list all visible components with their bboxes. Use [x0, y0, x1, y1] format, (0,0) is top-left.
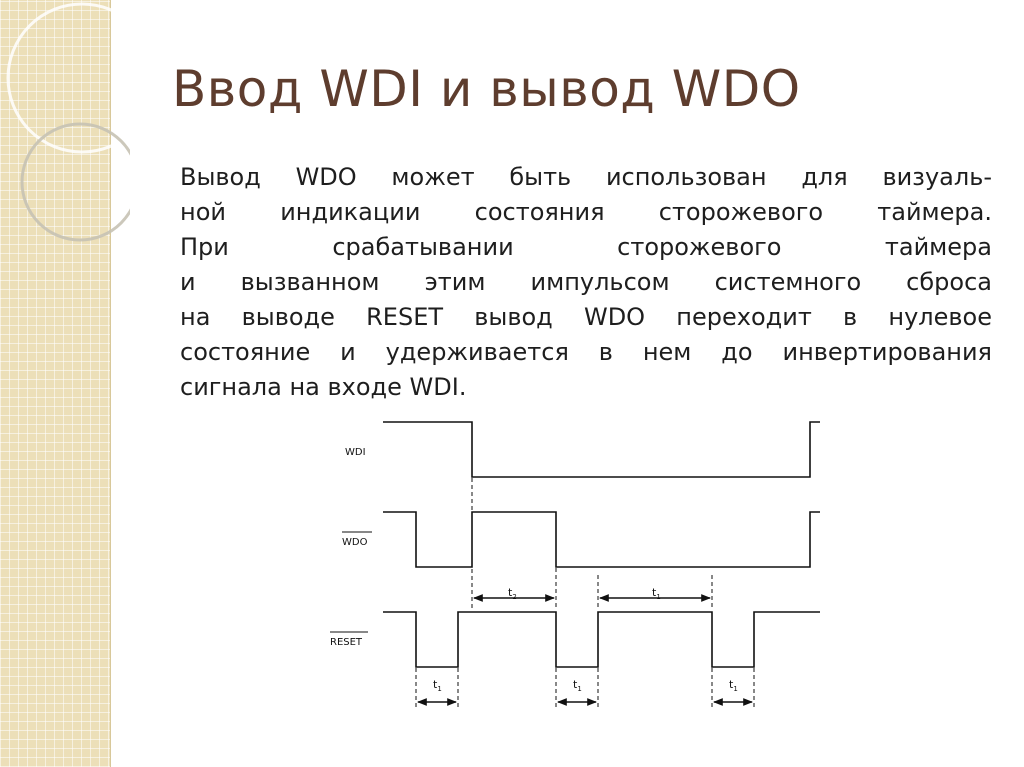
signal-label-reset: RESET — [330, 637, 363, 648]
decorative-side-panel — [0, 0, 111, 767]
reset-waveform — [383, 611, 820, 668]
body-line: ной индикации состояния сторожевого тайм… — [180, 198, 992, 226]
body-line: сигнала на входе WDI. — [180, 373, 467, 401]
body-line: на выводе RESET вывод WDO переходит в ну… — [180, 303, 992, 331]
dashed-markers — [415, 478, 755, 708]
interval-label: t2 — [508, 586, 517, 601]
interval-label: t1 — [652, 586, 661, 601]
interval-label: t1 — [729, 678, 738, 693]
interval-label: t1 — [573, 678, 582, 693]
body-paragraph: Вывод WDO может быть использован для виз… — [180, 160, 992, 405]
interval-label: t1 — [433, 678, 442, 693]
body-line: состояние и удерживается в нем до инверт… — [180, 338, 992, 366]
decorative-circles — [6, 2, 130, 242]
body-line: и вызванном этим импульсом системного сб… — [180, 268, 992, 296]
body-line: При срабатывании сторожевого таймера — [180, 233, 992, 261]
interval-arrows — [417, 594, 753, 706]
wdi-waveform — [383, 421, 820, 478]
slide-title: Ввод WDI и вывод WDO — [172, 60, 801, 118]
timing-diagram: WDI WDO RESET t2 t1 t1 t1 t1 — [330, 421, 820, 708]
body-line: Вывод WDO может быть использован для виз… — [180, 163, 992, 191]
signal-label-wdi: WDI — [345, 447, 366, 458]
wdo-waveform — [383, 511, 820, 568]
signal-label-wdo: WDO — [342, 537, 368, 548]
